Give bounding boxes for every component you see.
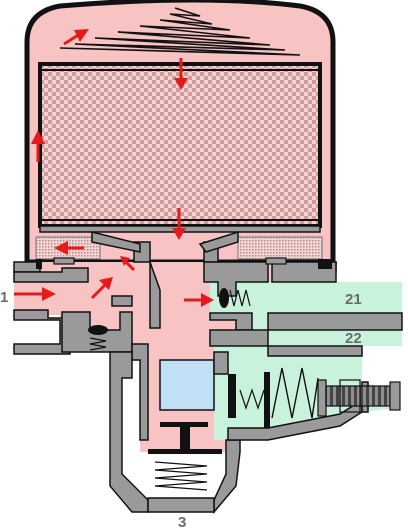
port-label-21: 21	[345, 291, 362, 308]
flow-arrow-icon	[174, 58, 188, 90]
flow-arrow-icon	[63, 29, 89, 46]
flow-arrow-icon	[31, 130, 45, 162]
flow-arrow-icon	[54, 241, 84, 255]
port-label-22: 22	[345, 330, 362, 347]
flow-arrow-icon	[120, 256, 136, 272]
spring-icon	[229, 289, 251, 307]
desiccant-cartridge	[38, 62, 322, 228]
adjusting-screw-icon	[325, 385, 391, 407]
flow-arrow-icon	[90, 277, 113, 300]
governor-stem	[264, 372, 270, 428]
check-valve	[219, 288, 229, 308]
port-label-exhaust: 3	[178, 514, 186, 531]
spring-icon	[271, 367, 319, 419]
valve-body	[13, 230, 403, 515]
flow-arrow-icon	[184, 293, 214, 307]
flow-arrow-icon	[14, 287, 56, 301]
filter-mat-right	[237, 236, 323, 260]
check-valve	[88, 325, 108, 335]
flow-arrow-icon	[172, 208, 186, 240]
spring-icon	[89, 337, 107, 351]
spring-icon	[154, 461, 208, 491]
delivery-air-region	[210, 282, 402, 440]
port-label-inlet: 1	[0, 289, 8, 306]
spring-icon	[59, 7, 301, 56]
governor-piston	[228, 374, 236, 418]
spring-icon	[239, 388, 265, 410]
control-chamber	[159, 359, 215, 411]
flow-arrows	[14, 29, 214, 307]
exhaust-plunger	[148, 422, 222, 454]
